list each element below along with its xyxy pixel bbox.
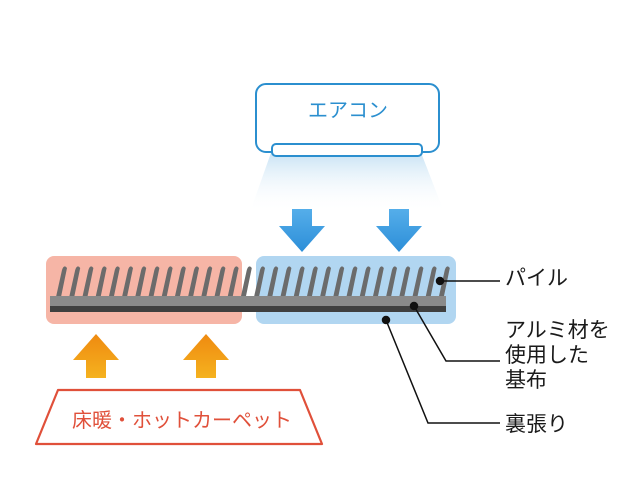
pile-label: パイル bbox=[505, 266, 568, 290]
base-callout-dot bbox=[409, 301, 419, 311]
carpet-pile bbox=[56, 266, 450, 297]
floor-heating-label: 床暖・ホットカーペット bbox=[72, 408, 292, 432]
carpet-backing bbox=[50, 306, 446, 312]
up-arrow-icon bbox=[183, 334, 229, 378]
pile-strand bbox=[174, 266, 186, 297]
pile-strand bbox=[201, 266, 213, 297]
pile-strand bbox=[69, 266, 81, 297]
base-label-line: 基布 bbox=[505, 368, 547, 392]
pile-strand bbox=[333, 266, 345, 297]
backing-callout-line bbox=[385, 319, 500, 424]
aircon-label: エアコン bbox=[308, 98, 388, 122]
pile-strand bbox=[161, 266, 173, 297]
callout-lines bbox=[381, 276, 500, 424]
pile-strand bbox=[254, 266, 265, 297]
backing-label: 裏張り bbox=[505, 412, 568, 436]
pile-strand bbox=[95, 266, 107, 297]
pile-strand bbox=[306, 266, 318, 297]
pile-strand bbox=[320, 266, 331, 297]
pile-strand bbox=[399, 266, 411, 297]
pile-strand bbox=[148, 266, 160, 297]
pile-strand bbox=[372, 266, 384, 297]
pile-strand bbox=[122, 266, 133, 297]
floor-heating-box bbox=[34, 388, 324, 446]
pile-strand bbox=[56, 266, 67, 297]
backing-callout-dot bbox=[381, 315, 391, 325]
pile-strand bbox=[412, 266, 424, 297]
carpet-base bbox=[50, 296, 446, 306]
base-label: アルミ材を 使用した 基布 bbox=[505, 318, 610, 393]
pile-strand bbox=[346, 266, 358, 297]
pile-strand bbox=[82, 266, 94, 297]
down-arrow-icon bbox=[279, 209, 325, 252]
pile-strand bbox=[227, 266, 239, 297]
pile-strand bbox=[359, 266, 371, 297]
pile-strand bbox=[214, 266, 226, 297]
warm-arrows bbox=[73, 334, 229, 378]
pile-strand bbox=[108, 266, 120, 297]
aircon-vent bbox=[271, 143, 423, 157]
base-label-line: アルミ材を bbox=[505, 318, 610, 342]
cool-air-flow bbox=[250, 150, 444, 212]
cool-arrows bbox=[279, 209, 422, 252]
pile-strand bbox=[280, 266, 292, 297]
pile-strand bbox=[240, 266, 252, 297]
pile-strand bbox=[135, 266, 147, 297]
base-callout-line bbox=[413, 305, 500, 362]
pile-strand bbox=[386, 266, 397, 297]
down-arrow-icon bbox=[376, 209, 422, 252]
pile-strand bbox=[293, 266, 305, 297]
pile-strand bbox=[267, 266, 279, 297]
base-label-line: 使用した bbox=[505, 343, 589, 367]
pile-strand bbox=[425, 266, 437, 297]
up-arrow-icon bbox=[73, 334, 119, 378]
pile-strand bbox=[188, 266, 199, 297]
pile-callout-dot bbox=[435, 276, 445, 286]
aircon-unit bbox=[250, 83, 444, 212]
